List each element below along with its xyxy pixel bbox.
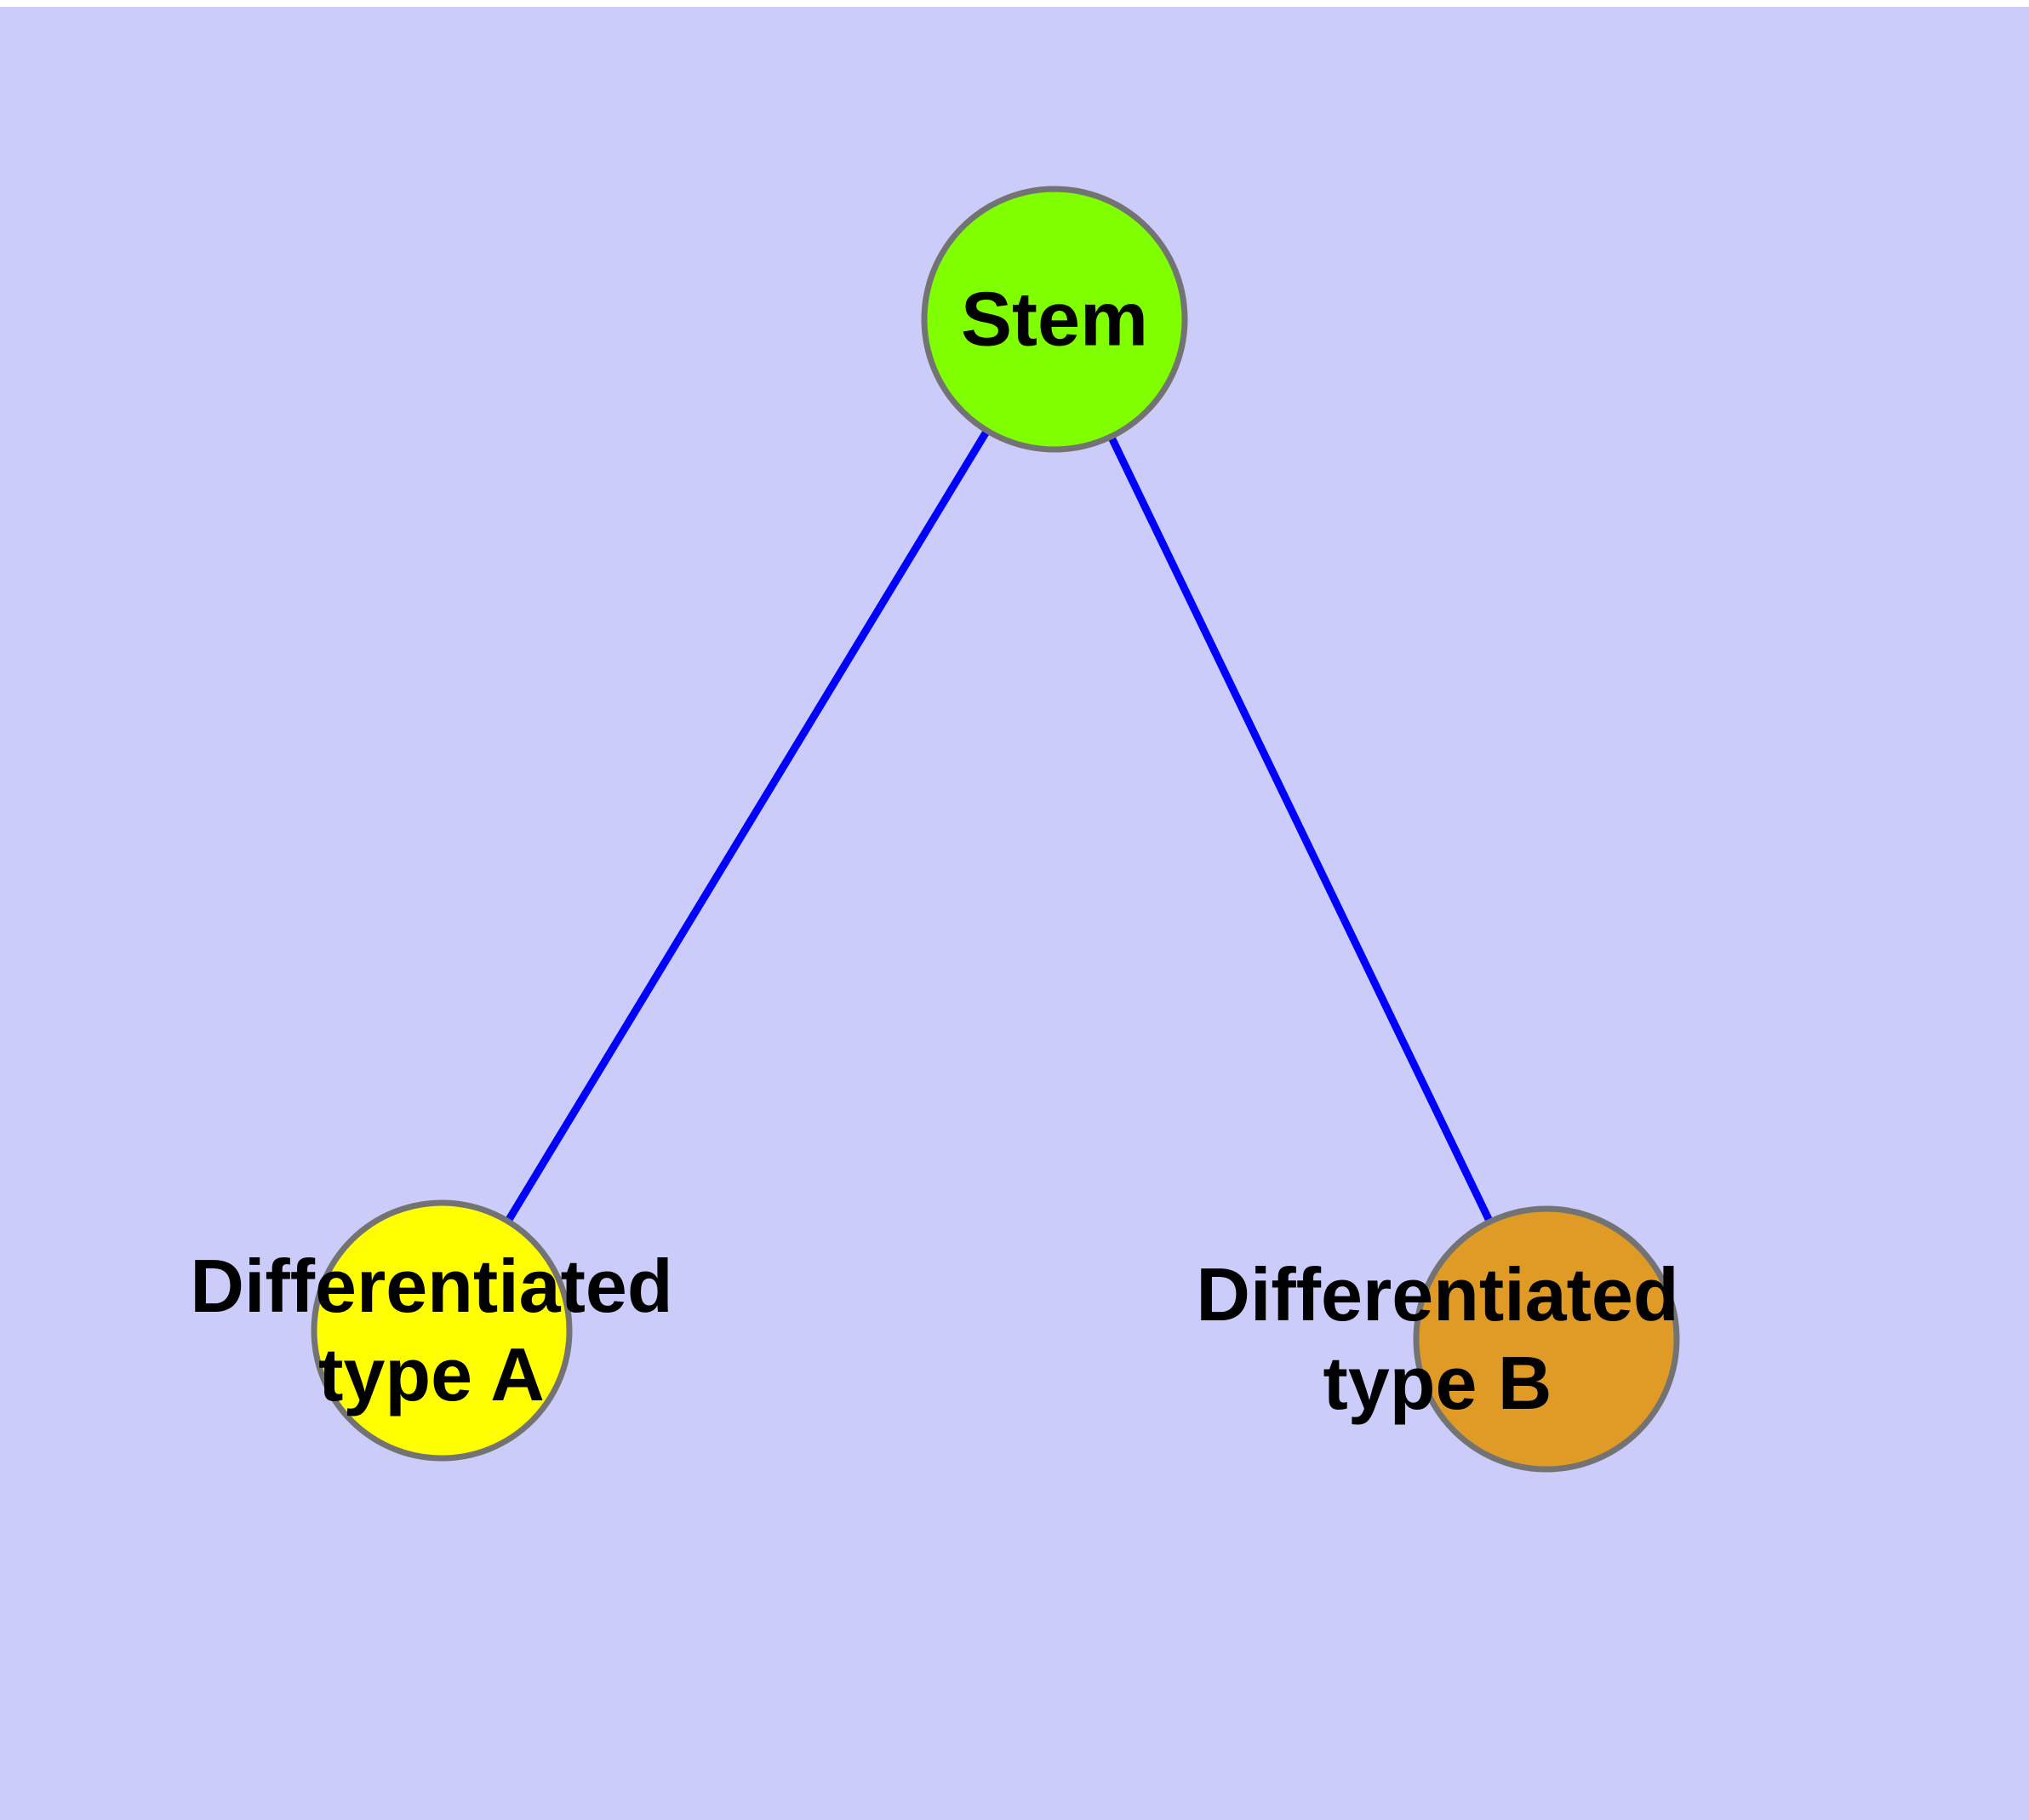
node-label-line: Differentiated [1196, 1252, 1678, 1336]
node-stem[interactable]: Stem [921, 186, 1188, 453]
node-circle-diff_a[interactable] [311, 1199, 573, 1462]
edges-layer [438, 317, 1551, 1341]
node-label-line: type A [318, 1332, 545, 1417]
node-label-line: Differentiated [190, 1244, 672, 1328]
edge-stem-diff-a[interactable] [438, 317, 1058, 1333]
node-label-line: type B [1323, 1341, 1552, 1425]
node-label-line: Stem [961, 278, 1148, 363]
node-circle-diff_b[interactable] [1413, 1205, 1680, 1473]
edge-stem-diff-b[interactable] [1050, 318, 1551, 1341]
node-circle-stem[interactable] [921, 186, 1188, 453]
node-label-stem: Stem [961, 278, 1148, 363]
